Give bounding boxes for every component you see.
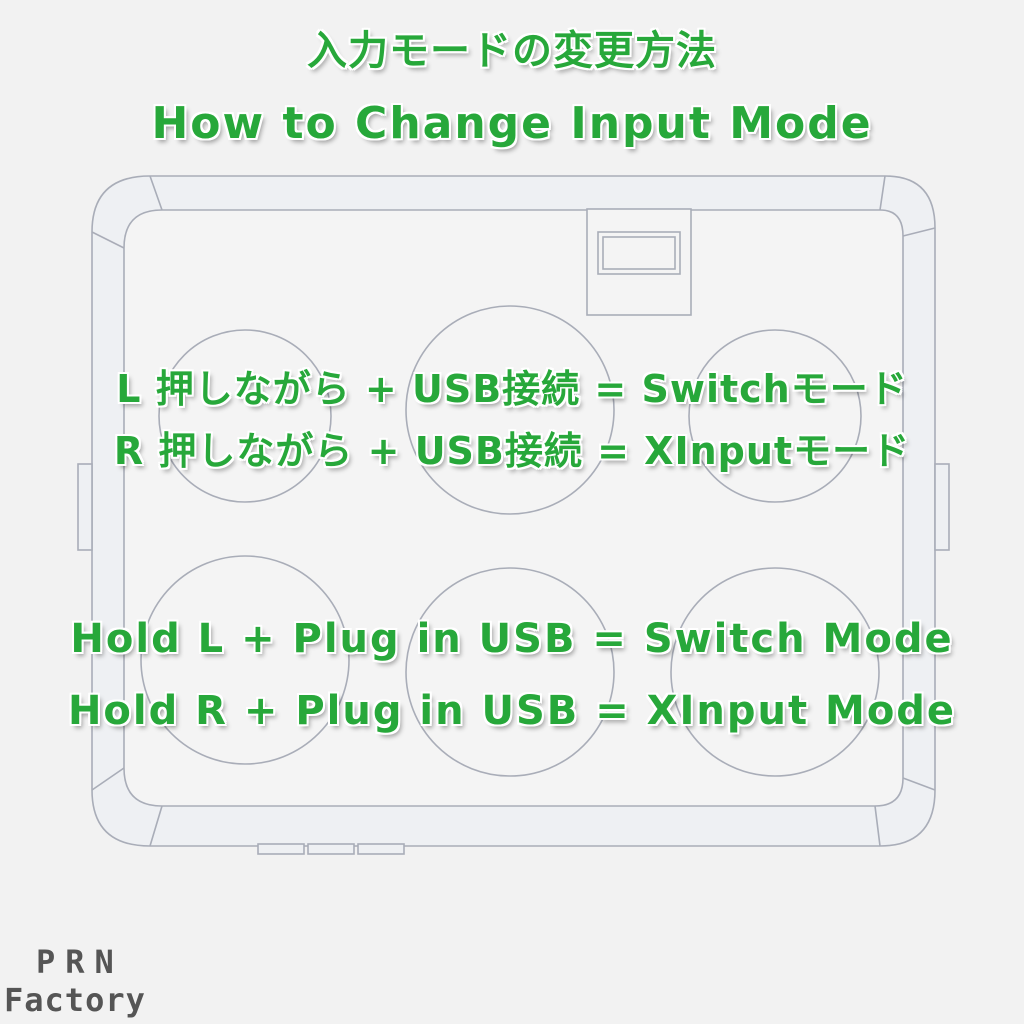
bottom-connector-2 [307, 843, 355, 855]
instruction-xinput-japanese: R 押しながら + USB接続 = XInputモード [113, 429, 911, 473]
logo-line-2: Factory [4, 981, 146, 1019]
bottom-connector-3 [357, 843, 405, 855]
button-bottom-center [405, 567, 615, 777]
instruction-switch-japanese: L 押しながら + USB接続 = Switchモード [116, 367, 908, 411]
instruction-switch-english: Hold L + Plug in USB = Switch Mode [70, 616, 954, 662]
side-tab-left [77, 463, 93, 551]
button-top-left [158, 329, 332, 503]
button-top-center [405, 305, 615, 515]
bottom-connector-1 [257, 843, 305, 855]
button-bottom-right [670, 567, 880, 777]
usb-port-slot [597, 231, 681, 275]
logo-line-1: PRN [36, 943, 124, 981]
button-top-right [688, 329, 862, 503]
brand-logo: PRN Factory [4, 946, 146, 1016]
page-title-japanese: 入力モードの変更方法 [307, 28, 717, 74]
page-title-english: How to Change Input Mode [151, 98, 873, 149]
button-bottom-left [140, 555, 350, 765]
instruction-xinput-english: Hold R + Plug in USB = XInput Mode [67, 688, 957, 734]
side-tab-right [934, 463, 950, 551]
